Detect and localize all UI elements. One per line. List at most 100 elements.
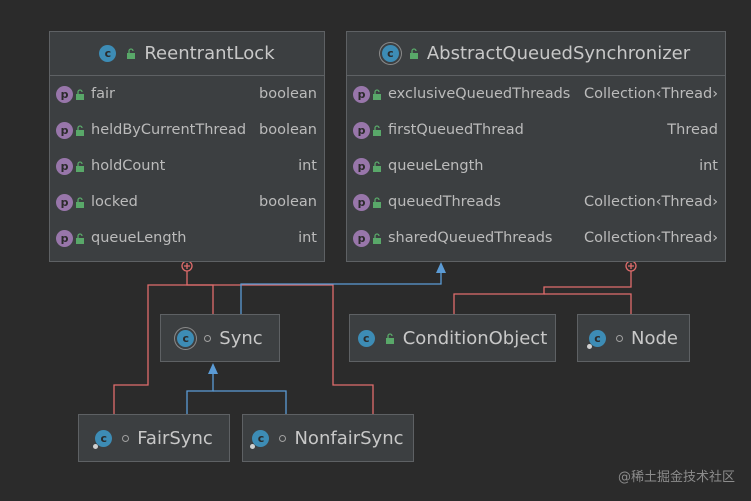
watermark: @稀土掘金技术社区 <box>617 470 735 485</box>
inheritance-line-sync-aqs <box>240 270 442 314</box>
abstract-class-icon: c <box>177 329 195 347</box>
field-name: firstQueuedThread <box>388 122 524 138</box>
field-row[interactable]: p fair boolean <box>50 76 324 112</box>
field-type: boolean <box>259 86 317 102</box>
lock-open-icon <box>373 88 381 100</box>
property-icon: p <box>56 229 73 247</box>
lock-open-icon <box>76 160 84 172</box>
inner-class-line-fairsync <box>113 284 187 414</box>
inner-class-line-conditionobject <box>453 271 632 314</box>
package-private-icon <box>122 434 130 442</box>
class-title: AbstractQueuedSynchronizer <box>426 43 691 64</box>
lock-open-icon <box>373 232 381 244</box>
field-name: locked <box>91 194 138 210</box>
field-name: queueLength <box>388 158 484 174</box>
class-header: c Sync <box>161 315 279 361</box>
lock-open-icon <box>127 48 136 59</box>
inner-class-line-sync <box>186 271 214 314</box>
class-header: c ConditionObject <box>350 315 555 361</box>
property-icon: p <box>353 193 370 211</box>
field-type: boolean <box>259 194 317 210</box>
class-header: c NonfairSync <box>243 415 413 461</box>
lock-open-icon <box>373 160 381 172</box>
package-private-icon <box>204 334 212 342</box>
property-icon: p <box>353 157 370 175</box>
class-box-node[interactable]: c Node <box>577 314 690 362</box>
package-private-icon <box>616 334 623 342</box>
class-box-fairsync[interactable]: c FairSync <box>78 414 230 462</box>
field-type: Thread <box>667 122 718 138</box>
field-name: sharedQueuedThreads <box>388 230 553 246</box>
field-row[interactable]: p heldByCurrentThread boolean <box>50 112 324 148</box>
property-icon: p <box>56 121 73 139</box>
field-type: int <box>298 158 317 174</box>
lock-open-icon <box>409 48 418 59</box>
inheritance-line-nonfairsync-sync <box>213 390 287 414</box>
inheritance-arrow-aqs <box>436 262 446 273</box>
lock-open-icon <box>76 232 84 244</box>
property-icon: p <box>353 121 370 139</box>
field-row[interactable]: p queueLength int <box>347 148 725 184</box>
field-type: int <box>699 158 718 174</box>
field-row[interactable]: p exclusiveQueuedThreads Collection‹Thre… <box>347 76 725 112</box>
field-row[interactable]: p queueLength int <box>50 220 324 256</box>
class-header: c Node <box>578 315 689 361</box>
class-title: ConditionObject <box>402 327 548 349</box>
class-title: NonfairSync <box>294 427 404 449</box>
field-list: p fair boolean p heldByCurrentThread boo… <box>50 76 324 256</box>
field-name: holdCount <box>91 158 166 174</box>
lock-open-icon <box>76 124 84 136</box>
lock-open-icon <box>373 196 381 208</box>
class-header: c AbstractQueuedSynchronizer <box>347 32 725 76</box>
inheritance-arrow-sync <box>208 363 218 374</box>
field-name: heldByCurrentThread <box>91 122 247 138</box>
field-type: boolean <box>259 122 317 138</box>
field-name: fair <box>91 86 115 102</box>
inner-class-marker-reentrantlock <box>181 260 193 272</box>
field-row[interactable]: p queuedThreads Collection‹Thread› <box>347 184 725 220</box>
static-class-icon: c <box>93 429 113 449</box>
field-type: Collection‹Thread› <box>583 194 718 210</box>
property-icon: p <box>353 229 370 247</box>
property-icon: p <box>56 85 73 103</box>
class-box-sync[interactable]: c Sync <box>160 314 280 362</box>
inner-class-marker-aqs <box>625 260 637 272</box>
class-header: c ReentrantLock <box>50 32 324 76</box>
class-header: c FairSync <box>79 415 229 461</box>
property-icon: p <box>353 85 370 103</box>
field-list: p exclusiveQueuedThreads Collection‹Thre… <box>347 76 725 256</box>
lock-open-icon <box>76 88 84 100</box>
lock-open-icon <box>76 196 84 208</box>
field-row[interactable]: p sharedQueuedThreads Collection‹Thread› <box>347 220 725 256</box>
static-class-icon: c <box>250 429 270 449</box>
field-row[interactable]: p locked boolean <box>50 184 324 220</box>
property-icon: p <box>56 157 73 175</box>
static-class-icon: c <box>587 329 606 349</box>
field-row[interactable]: p holdCount int <box>50 148 324 184</box>
field-type: int <box>298 230 317 246</box>
class-title: Sync <box>219 327 263 349</box>
class-box-nonfairsync[interactable]: c NonfairSync <box>242 414 414 462</box>
class-title: FairSync <box>137 427 213 449</box>
lock-open-icon <box>385 332 394 344</box>
field-row[interactable]: p firstQueuedThread Thread <box>347 112 725 148</box>
field-type: Collection‹Thread› <box>583 86 718 102</box>
class-box-aqs[interactable]: c AbstractQueuedSynchronizer p exclusive… <box>346 31 726 262</box>
field-name: exclusiveQueuedThreads <box>388 86 571 102</box>
class-icon: c <box>99 45 117 62</box>
class-title: Node <box>631 327 678 349</box>
class-title: ReentrantLock <box>144 43 275 64</box>
class-box-reentrantlock[interactable]: c ReentrantLock p fair boolean p heldByC… <box>49 31 325 262</box>
class-box-conditionobject[interactable]: c ConditionObject <box>349 314 556 362</box>
inner-class-line-node <box>544 293 632 314</box>
inner-class-line-nonfairsync <box>187 284 374 414</box>
lock-open-icon <box>373 124 381 136</box>
field-type: Collection‹Thread› <box>583 230 718 246</box>
property-icon: p <box>56 193 73 211</box>
class-icon: c <box>357 329 375 347</box>
field-name: queuedThreads <box>388 194 501 210</box>
abstract-class-icon: c <box>381 45 399 62</box>
inheritance-line-fairsync-sync <box>186 372 214 414</box>
package-private-icon <box>279 434 287 442</box>
field-name: queueLength <box>91 230 187 246</box>
